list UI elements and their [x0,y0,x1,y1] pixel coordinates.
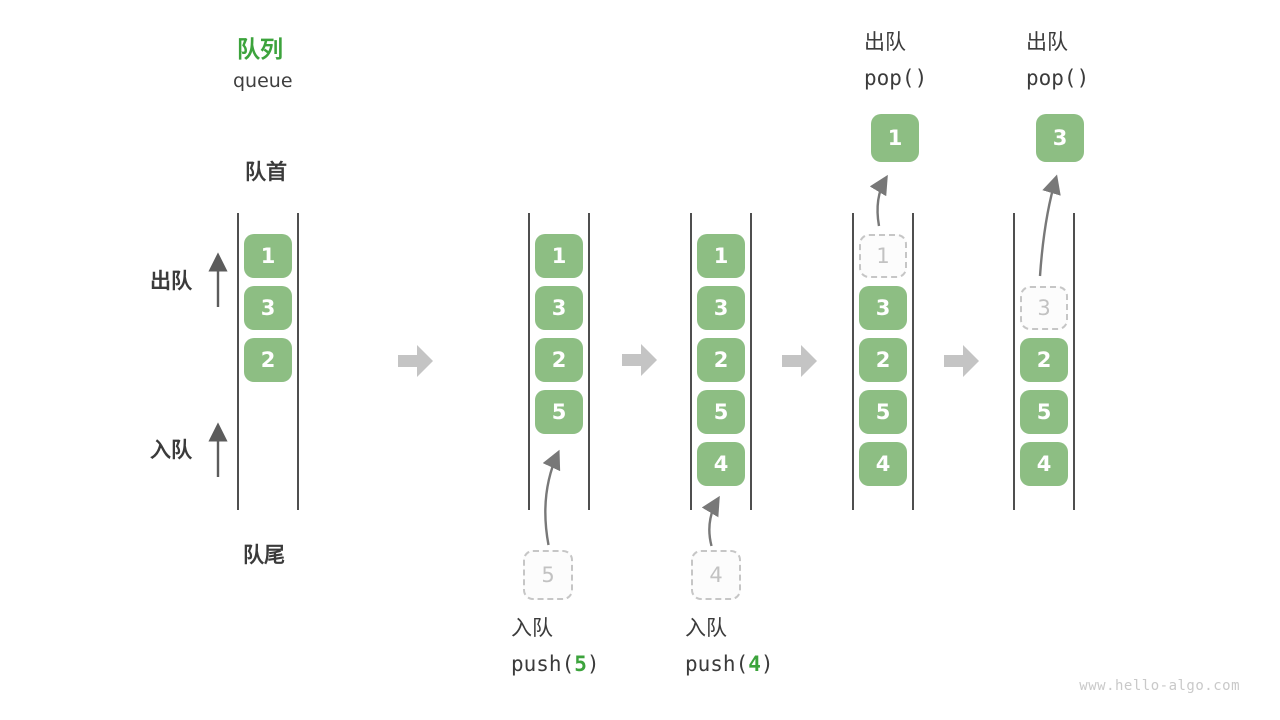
step-arrow-3-icon [782,345,817,377]
queue-state-3: 1 3 2 5 4 [690,213,752,510]
queue-item: 2 [535,338,583,382]
queue-rear-label: 队尾 [243,543,285,567]
page-title: 队列 [237,37,283,63]
queue-item: 5 [535,390,583,434]
queue-state-1: 1 3 2 [237,213,299,510]
operation-pop-3: 出队 pop() [1026,32,1089,89]
step-arrow-4-icon [944,345,979,377]
site-watermark: www.hello-algo.com [1079,678,1240,694]
queue-item: 1 [697,234,745,278]
queue-item: 4 [859,442,907,486]
page-subtitle: queue [233,70,293,92]
queue-item: 2 [1020,338,1068,382]
queue-item: 3 [535,286,583,330]
popped-item: 1 [871,114,919,162]
queue-item: 1 [535,234,583,278]
queue-item: 5 [1020,390,1068,434]
queue-wall-right [912,213,914,510]
queue-wall-right [588,213,590,510]
queue-item: 2 [859,338,907,382]
queue-state-4: 1 3 2 5 4 [852,213,914,510]
operation-label: 入队 [685,616,727,640]
queue-state-2: 1 3 2 5 [528,213,590,510]
popped-item: 3 [1036,114,1084,162]
queue-item: 3 [859,286,907,330]
queue-item: 5 [697,390,745,434]
queue-item-removed: 3 [1020,286,1068,330]
queue-item: 3 [244,286,292,330]
pending-enqueue-item: 4 [691,550,741,600]
queue-wall-left [852,213,854,510]
queue-wall-left [528,213,530,510]
operation-code: push(5) [511,652,600,676]
operation-label: 出队 [1026,30,1068,54]
step-arrow-2-icon [622,344,657,376]
operation-code: pop() [864,66,928,90]
queue-item: 5 [859,390,907,434]
queue-wall-right [750,213,752,510]
dequeue-label: 出队 [150,269,192,293]
queue-wall-left [690,213,692,510]
queue-item: 4 [1020,442,1068,486]
queue-item: 3 [697,286,745,330]
queue-item: 4 [697,442,745,486]
step-arrow-1-icon [398,345,433,377]
operation-label: 入队 [511,616,553,640]
queue-item: 1 [244,234,292,278]
queue-front-label: 队首 [245,160,287,184]
operation-label: 出队 [864,30,906,54]
queue-state-5: 3 2 5 4 [1013,213,1075,510]
operation-code: push(4) [685,652,774,676]
operation-push5: 入队 push(5) [511,618,600,675]
queue-item-removed: 1 [859,234,907,278]
queue-item: 2 [244,338,292,382]
queue-item: 2 [697,338,745,382]
queue-wall-right [1073,213,1075,510]
operation-push4: 入队 push(4) [685,618,774,675]
queue-wall-left [237,213,239,510]
enqueue-label: 入队 [150,438,192,462]
pending-enqueue-item: 5 [523,550,573,600]
queue-wall-left [1013,213,1015,510]
queue-wall-right [297,213,299,510]
operation-pop-1: 出队 pop() [864,32,927,89]
operation-code: pop() [1026,66,1090,90]
